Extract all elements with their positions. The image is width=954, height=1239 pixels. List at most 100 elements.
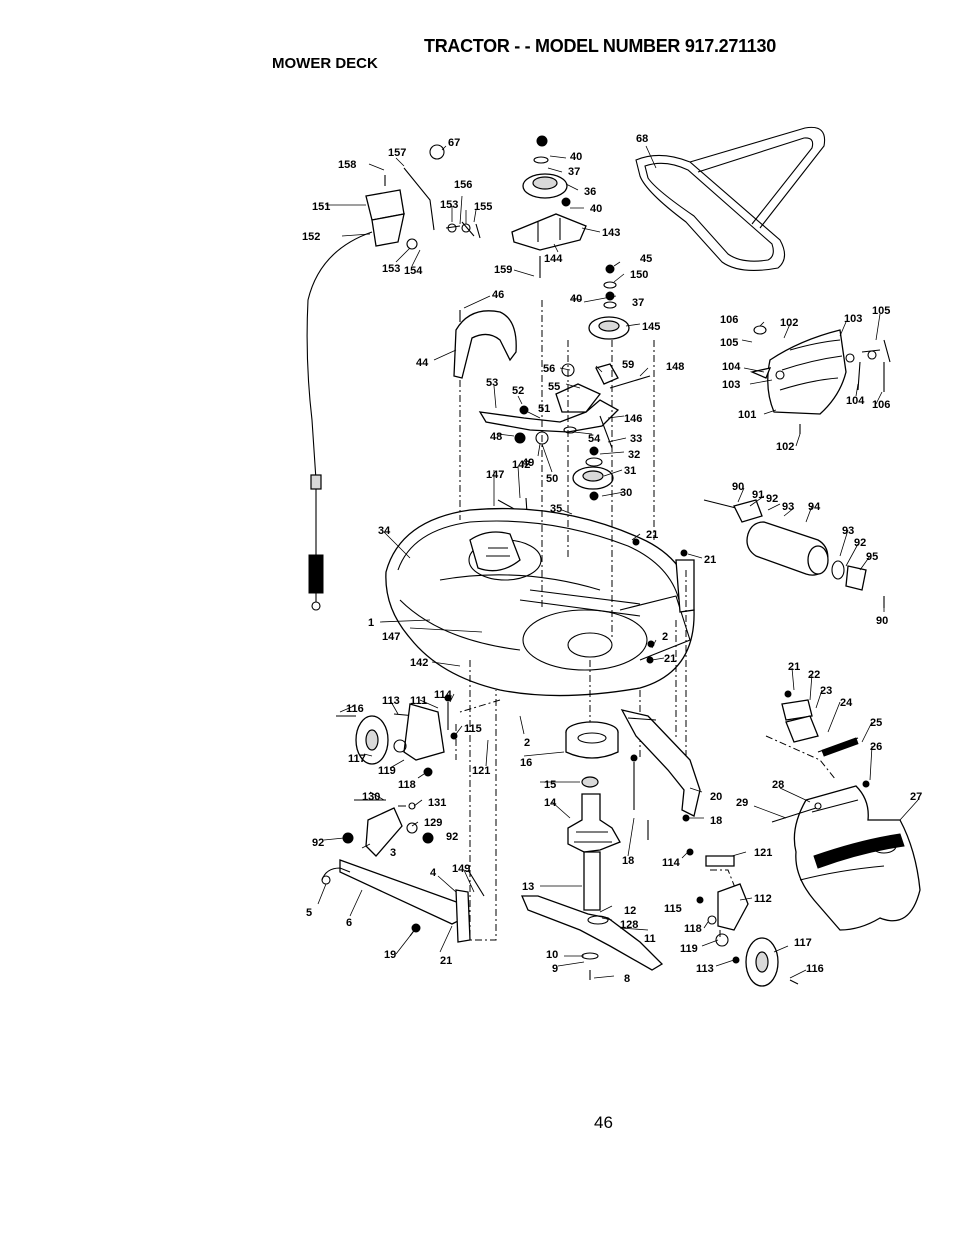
callout-label: 145	[642, 321, 660, 333]
callout-label: 101	[738, 409, 756, 421]
callout-label: 44	[416, 357, 429, 369]
callout-label: 21	[664, 653, 676, 665]
callout-label: 156	[454, 179, 472, 191]
callout-label: 1	[368, 617, 374, 629]
callout-label: 114	[434, 689, 453, 701]
callout-label: 10	[546, 949, 558, 961]
callout-label: 50	[546, 473, 558, 485]
assembly-guide-lines	[455, 300, 837, 941]
callout-label: 95	[866, 551, 878, 563]
callout-label: 121	[472, 765, 490, 777]
callout-label: 130	[362, 791, 380, 803]
callout-label: 92	[766, 493, 778, 505]
callout-label: 40	[570, 293, 582, 305]
callout-label: 114	[662, 857, 681, 869]
callout-label: 18	[710, 815, 722, 827]
callout-label: 9	[552, 963, 558, 975]
callout-label: 21	[788, 661, 800, 673]
left-gauge-wheel	[336, 694, 458, 777]
callout-label: 40	[570, 151, 582, 163]
callout-label: 147	[486, 469, 504, 481]
callout-label: 142	[512, 459, 530, 471]
callout-label: 33	[630, 433, 642, 445]
callout-label: 102	[780, 317, 798, 329]
callout-label: 152	[302, 231, 320, 243]
callout-label: 46	[492, 289, 504, 301]
callout-label: 48	[490, 431, 502, 443]
section-title: MOWER DECK	[272, 55, 378, 72]
callout-label: 90	[732, 481, 744, 493]
callout-label: 30	[620, 487, 632, 499]
second-idler-pulley	[588, 264, 630, 340]
callout-numbers: 158 157 67 156 151 153 155 152 153 154 4…	[302, 133, 922, 985]
callout-label: 115	[664, 903, 682, 915]
callout-label: 154	[404, 265, 423, 277]
callout-label: 3	[390, 847, 396, 859]
callout-label: 106	[872, 399, 890, 411]
callout-label: 117	[794, 937, 812, 949]
callout-label: 52	[512, 385, 524, 397]
callout-label: 40	[590, 203, 602, 215]
callout-label: 157	[388, 147, 406, 159]
idler-arm	[478, 363, 651, 449]
callout-label: 118	[684, 923, 702, 935]
callout-label: 11	[644, 933, 656, 945]
callout-label: 56	[543, 363, 555, 375]
callout-label: 37	[632, 297, 644, 309]
callout-label: 45	[640, 253, 652, 265]
lift-cable	[306, 231, 373, 611]
callout-label: 15	[544, 779, 556, 791]
callout-label: 103	[844, 313, 862, 325]
callout-label: 153	[440, 199, 458, 211]
drive-belt	[635, 126, 826, 271]
callout-label: 129	[424, 817, 442, 829]
callout-label: 150	[630, 269, 648, 281]
callout-label: 103	[722, 379, 740, 391]
callout-label: 93	[782, 501, 794, 513]
discharge-deflector	[749, 325, 891, 434]
callout-label: 36	[584, 186, 596, 198]
callout-label: 29	[736, 797, 748, 809]
callout-label: 24	[840, 697, 853, 709]
callout-label: 105	[872, 305, 890, 317]
callout-label: 12	[624, 905, 636, 917]
callout-label: 159	[494, 264, 512, 276]
callout-label: 34	[378, 525, 391, 537]
callout-label: 131	[428, 797, 446, 809]
callout-label: 90	[876, 615, 888, 627]
callout-label: 144	[544, 253, 563, 265]
deck-lift-arm	[620, 709, 701, 840]
callout-label: 117	[348, 753, 366, 765]
callout-label: 116	[346, 703, 364, 715]
callout-label: 55	[548, 381, 560, 393]
callout-label: 8	[624, 973, 630, 985]
callout-label: 104	[722, 361, 741, 373]
callout-label: 49	[522, 457, 534, 469]
callout-label: 118	[398, 779, 416, 791]
callout-label: 92	[312, 837, 324, 849]
callout-label: 23	[820, 685, 832, 697]
callout-label: 2	[524, 737, 530, 749]
callout-label: 112	[754, 893, 772, 905]
callout-label: 106	[720, 314, 738, 326]
callout-label: 148	[666, 361, 684, 373]
callout-label: 93	[842, 525, 854, 537]
callout-label: 53	[486, 377, 498, 389]
callout-label: 35	[550, 503, 562, 515]
callout-label: 146	[624, 413, 642, 425]
callout-label: 115	[464, 723, 482, 735]
right-gauge-wheel	[686, 848, 799, 987]
callout-label: 28	[772, 779, 784, 791]
callout-label: 92	[446, 831, 458, 843]
callout-leader-lines	[317, 145, 919, 979]
callout-label: 13	[522, 881, 534, 893]
callout-label: 25	[870, 717, 882, 729]
page-title: TRACTOR - - MODEL NUMBER 917.271130	[424, 36, 776, 56]
callout-label: 4	[430, 867, 437, 879]
callout-label: 21	[704, 554, 716, 566]
callout-label: 111	[410, 695, 427, 707]
discharge-chute	[771, 785, 921, 931]
callout-label: 31	[624, 465, 636, 477]
callout-label: 119	[378, 765, 396, 777]
callout-label: 94	[808, 501, 821, 513]
